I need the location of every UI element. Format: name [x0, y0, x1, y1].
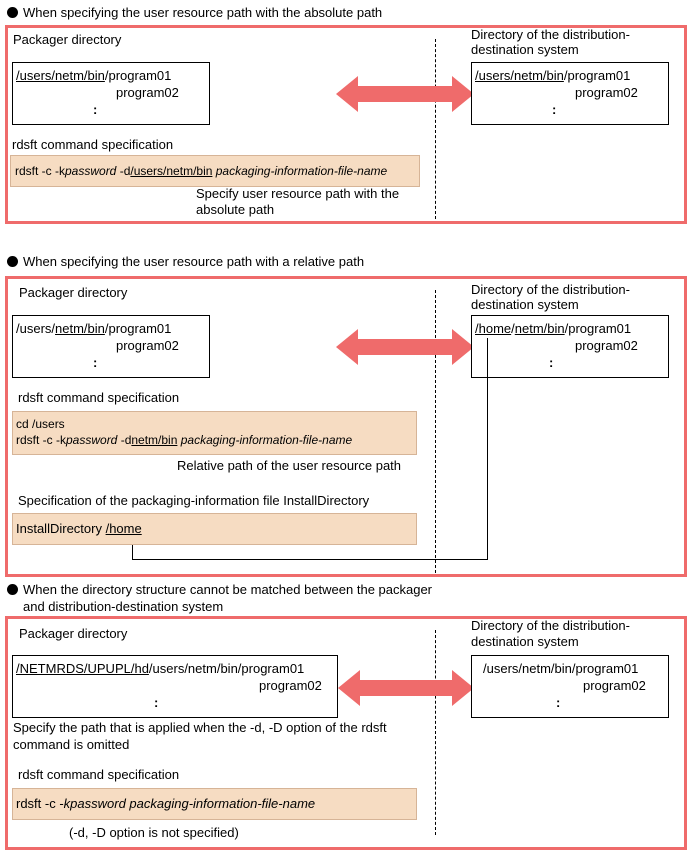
- omit-note: Specify the path that is applied when th…: [13, 720, 387, 735]
- file-name: program02: [259, 678, 322, 693]
- packager-path: /users/: [16, 321, 56, 336]
- ellipsis: :: [552, 102, 557, 117]
- command-arg: password: [66, 433, 118, 447]
- section1-divider: [435, 39, 436, 219]
- bullet-icon: [7, 584, 18, 595]
- file-name: program02: [116, 85, 179, 100]
- file-name: /users/netm/bin/program01: [483, 661, 639, 676]
- command-text: -d: [116, 164, 131, 178]
- packager-directory-box: /NETMRDS/UPUPL/hd/users/netm/bin/program…: [12, 655, 338, 718]
- packager-root-path: /NETMRDS/UPUPL/hd: [16, 661, 149, 676]
- file-name: /program01: [563, 68, 631, 83]
- destination-path-relative: netm/bin: [514, 321, 565, 336]
- section2-heading: When specifying the user resource path w…: [23, 254, 365, 269]
- spec-title: Specification of the packaging-informati…: [18, 493, 370, 508]
- ellipsis: :: [93, 102, 98, 117]
- command-title: rdsft command specification: [18, 390, 180, 405]
- command-arg: password: [65, 164, 117, 178]
- command-box: rdsft -c -kpassword -d/users/netm/bin pa…: [10, 155, 420, 187]
- packager-path-relative: netm/bin: [55, 321, 105, 336]
- section1-heading: When specifying the user resource path w…: [23, 5, 383, 20]
- file-name: program02: [575, 85, 638, 100]
- dest-title-line2: destination system: [471, 297, 579, 312]
- note: absolute path: [196, 202, 275, 217]
- packager-title: Packager directory: [19, 285, 128, 300]
- command-text: rdsft -c -k: [15, 164, 65, 178]
- dest-title-line1: Directory of the distribution-: [471, 618, 630, 633]
- file-name: program02: [116, 338, 179, 353]
- command-text: rdsft -c -: [16, 796, 64, 811]
- file-name: /users/netm/bin/program01: [148, 661, 305, 676]
- command-arg: packaging-information-file-name: [212, 164, 388, 178]
- note: Specify user resource path with the: [196, 186, 400, 201]
- ellipsis: :: [549, 355, 554, 370]
- connector-line: [132, 537, 133, 560]
- command-arg: kpassword packaging-information-file-nam…: [63, 796, 316, 811]
- command-box: cd /users rdsft -c -kpassword -dnetm/bin…: [12, 411, 417, 455]
- destination-directory-box: /users/netm/bin/program01 program02 :: [471, 62, 669, 125]
- connector-line: [487, 338, 488, 560]
- bullet-icon: [7, 256, 18, 267]
- command-text: -d: [117, 433, 132, 447]
- section1-frame: [5, 25, 687, 224]
- command-title: rdsft command specification: [18, 767, 180, 782]
- command-text: cd /users: [16, 417, 65, 431]
- install-directory-value: /home: [105, 521, 142, 536]
- double-arrow-icon: [338, 670, 474, 706]
- command-arg: packaging-information-file-name: [177, 433, 353, 447]
- ellipsis: :: [556, 695, 561, 710]
- destination-path: /users/netm/bin: [475, 68, 564, 83]
- note: (-d, -D option is not specified): [69, 825, 239, 840]
- command-title: rdsft command specification: [12, 137, 174, 152]
- section2-frame: [5, 276, 687, 577]
- ellipsis: :: [93, 355, 98, 370]
- dest-title-line2: destination system: [471, 634, 579, 649]
- command-text: rdsft -c -k: [16, 433, 66, 447]
- packager-directory-box: /users/netm/bin/program01 program02 :: [12, 62, 210, 125]
- path-separator: /: [511, 321, 515, 336]
- file-name: program02: [575, 338, 638, 353]
- command-path: /users/netm/bin: [130, 164, 213, 178]
- section3-frame: [5, 616, 687, 850]
- note: Relative path of the user resource path: [177, 458, 402, 473]
- dest-title-line1: Directory of the distribution-: [471, 282, 630, 297]
- packager-path: /users/netm/bin: [16, 68, 105, 83]
- packager-directory-box: /users/netm/bin/program01 program02 :: [12, 315, 210, 378]
- destination-directory-box: /users/netm/bin/program01 program02 :: [471, 655, 669, 718]
- section2-divider: [435, 290, 436, 573]
- install-directory-box: InstallDirectory /home: [12, 513, 417, 545]
- command-path: netm/bin: [131, 433, 178, 447]
- section3-heading: When the directory structure cannot be m…: [23, 582, 433, 597]
- install-directory-path: /home: [475, 321, 512, 336]
- double-arrow-icon: [336, 329, 474, 365]
- packager-title: Packager directory: [13, 32, 122, 47]
- destination-directory-box: /home/netm/bin/program01 program02 :: [471, 315, 669, 378]
- file-name: /program01: [104, 321, 172, 336]
- omit-note: command is omitted: [13, 737, 130, 752]
- section3-heading: and distribution-destination system: [23, 599, 224, 614]
- dest-title-line2: destination system: [471, 42, 579, 57]
- section3-divider: [435, 630, 436, 835]
- file-name: /program01: [104, 68, 172, 83]
- packager-title: Packager directory: [19, 626, 128, 641]
- file-name: /program01: [564, 321, 632, 336]
- bullet-icon: [7, 7, 18, 18]
- file-name: program02: [583, 678, 646, 693]
- connector-line: [132, 559, 488, 560]
- ellipsis: :: [154, 695, 159, 710]
- command-box: rdsft -c -kpassword packaging-informatio…: [12, 788, 417, 820]
- spec-text: InstallDirectory: [16, 521, 106, 536]
- dest-title-line1: Directory of the distribution-: [471, 27, 630, 42]
- double-arrow-icon: [336, 76, 474, 112]
